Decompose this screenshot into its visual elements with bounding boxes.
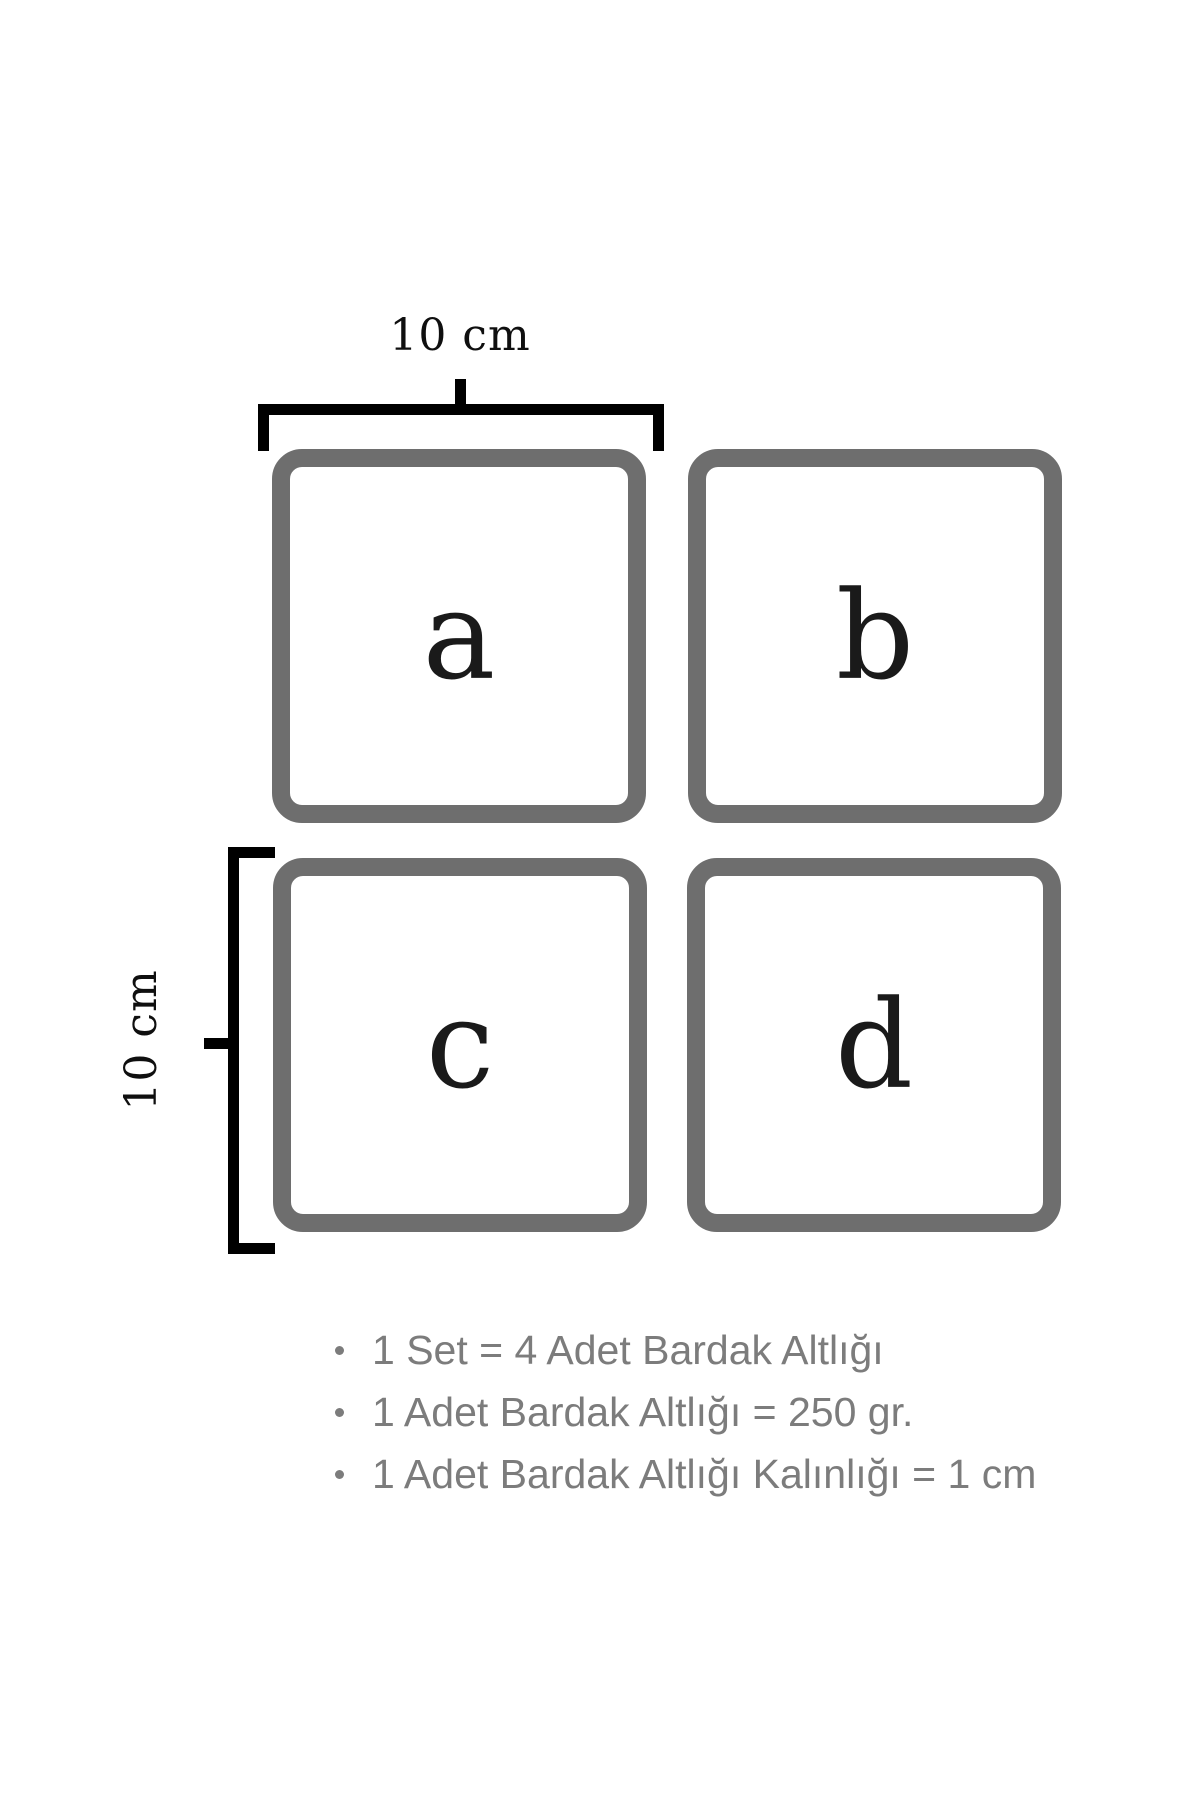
product-notes: 1 Set = 4 Adet Bardak Altlığı 1 Adet Bar… xyxy=(330,1319,1036,1505)
left-dimension-label: 10 cm xyxy=(116,969,167,1111)
square-label-a: a xyxy=(422,565,496,707)
square-label-b: b xyxy=(835,565,915,707)
square-label-d: d xyxy=(834,974,914,1116)
left-bracket-end-tick-bottom xyxy=(228,1243,275,1254)
note-text: 1 Adet Bardak Altlığı = 250 gr. xyxy=(372,1388,914,1435)
coaster-square-b: b xyxy=(688,449,1062,823)
top-dimension-label: 10 cm xyxy=(389,310,531,361)
note-text: 1 Set = 4 Adet Bardak Altlığı xyxy=(372,1326,884,1373)
note-item: 1 Adet Bardak Altlığı Kalınlığı = 1 cm xyxy=(330,1443,1036,1505)
coaster-square-d: d xyxy=(687,858,1061,1232)
top-bracket-end-tick-right xyxy=(653,404,664,451)
left-bracket-bar xyxy=(228,847,239,1254)
note-item: 1 Set = 4 Adet Bardak Altlığı xyxy=(330,1319,1036,1381)
note-item: 1 Adet Bardak Altlığı = 250 gr. xyxy=(330,1381,1036,1443)
coaster-square-a: a xyxy=(272,449,646,823)
note-text: 1 Adet Bardak Altlığı Kalınlığı = 1 cm xyxy=(372,1450,1037,1497)
top-bracket-center-tick xyxy=(455,379,466,415)
top-bracket-end-tick-left xyxy=(258,404,269,451)
bullet-dot-icon xyxy=(335,1469,344,1479)
bullet-dot-icon xyxy=(335,1345,344,1355)
left-bracket-end-tick-top xyxy=(228,847,275,858)
bullet-dot-icon xyxy=(335,1407,344,1417)
left-bracket-center-tick xyxy=(204,1038,239,1049)
square-label-c: c xyxy=(425,974,495,1116)
coaster-square-c: c xyxy=(273,858,647,1232)
